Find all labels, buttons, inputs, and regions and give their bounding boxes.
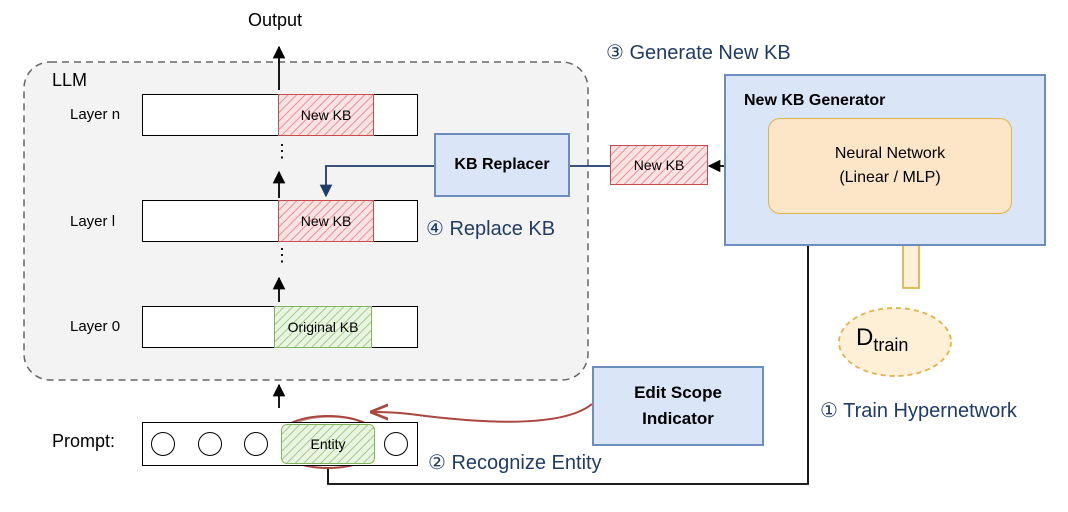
- kb-replacer-box: KB Replacer: [434, 133, 570, 197]
- edit-scope-indicator-box: Edit Scope Indicator: [592, 366, 764, 446]
- edit-scope-line2: Indicator: [642, 409, 714, 428]
- token-circle-3: [244, 432, 268, 456]
- dtrain-ellipse: [838, 307, 952, 377]
- layer-l-label: Layer l: [70, 213, 116, 230]
- prompt-bar: [142, 422, 418, 466]
- layer-l-kb-label: New KB: [300, 213, 352, 229]
- llm-title: LLM: [52, 70, 88, 90]
- output-label: Output: [248, 10, 303, 30]
- step-generate-label: ③ Generate New KB: [606, 42, 791, 64]
- step-train-label: ① Train Hypernetwork: [820, 400, 1017, 422]
- generated-kb: New KB: [610, 145, 708, 185]
- edit-scope-pointer: [372, 403, 593, 423]
- dtrain-symbol: D: [856, 324, 874, 351]
- token-circle-1: [151, 432, 175, 456]
- dtrain-label: Dtrain: [856, 324, 908, 356]
- layer-l-kb: New KB: [278, 200, 374, 242]
- prompt-label: Prompt:: [52, 431, 116, 451]
- entity-token: Entity: [281, 424, 375, 464]
- ellipsis-lower: ⋮: [273, 245, 291, 265]
- edit-scope-line1: Edit Scope: [634, 383, 722, 402]
- generated-kb-label: New KB: [633, 157, 685, 173]
- step-recognize-label: ② Recognize Entity: [428, 452, 602, 474]
- arrow-replacer-to-layer-l: [319, 165, 434, 198]
- entity-token-label: Entity: [310, 436, 346, 452]
- token-circle-4: [384, 432, 408, 456]
- layer-0-label: Layer 0: [70, 318, 121, 335]
- kb-replacer-label: KB Replacer: [454, 156, 550, 173]
- neural-network-line2: (Linear / MLP): [839, 169, 941, 186]
- kb-generator-title: New KB Generator: [744, 92, 886, 109]
- neural-network-line1: Neural Network: [834, 145, 946, 162]
- neural-network-box: Neural Network (Linear / MLP): [768, 118, 1012, 214]
- dtrain-subscript: train: [873, 334, 909, 355]
- arrow-entity-to-generator: [327, 222, 815, 485]
- token-circle-2: [198, 432, 222, 456]
- layer-n-kb-label: New KB: [300, 107, 352, 123]
- step-replace-label: ④ Replace KB: [426, 218, 556, 240]
- layer-0-kb: Original KB: [274, 306, 372, 348]
- ellipsis-upper: ⋮: [273, 141, 291, 161]
- layer-0-kb-label: Original KB: [287, 319, 359, 335]
- layer-n-kb: New KB: [278, 94, 374, 136]
- layer-n-label: Layer n: [70, 106, 121, 123]
